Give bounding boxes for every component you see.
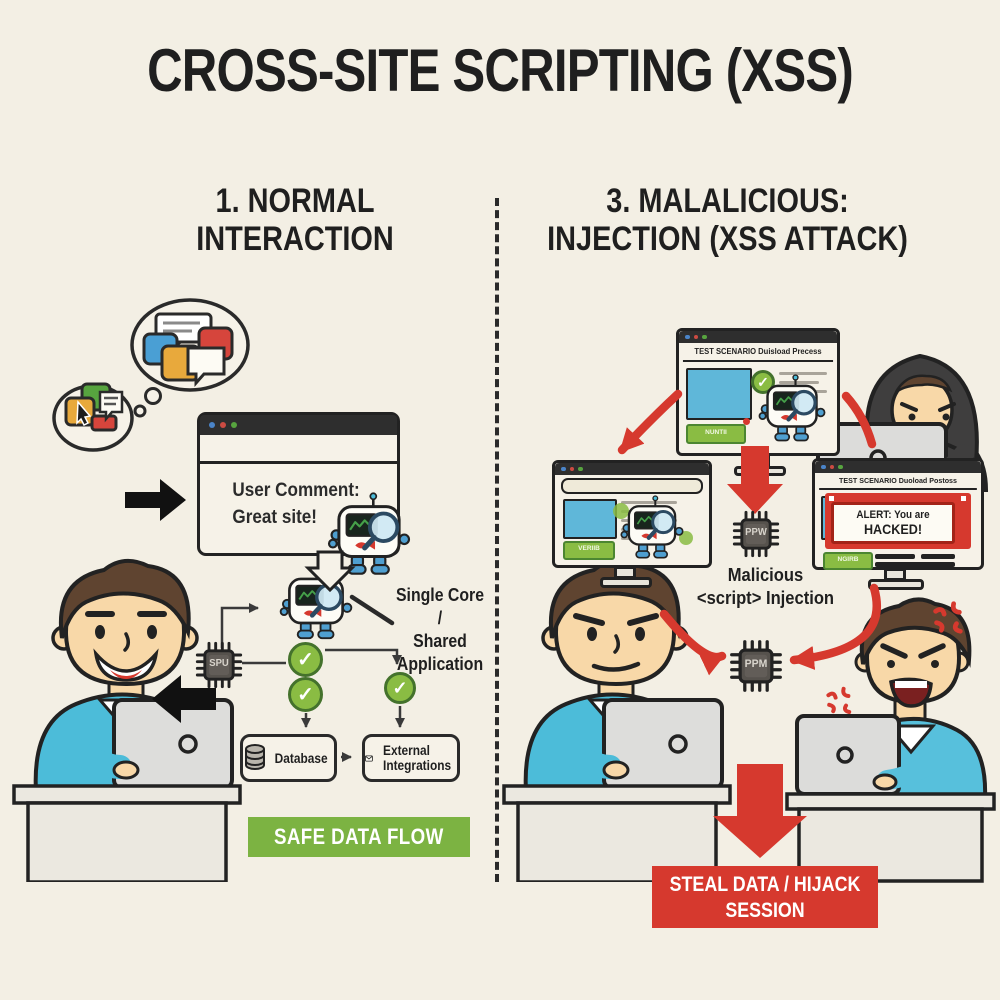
text-line xyxy=(875,554,915,559)
alert-line1: ALERT: You are xyxy=(856,509,930,521)
external-label: External Integrations xyxy=(383,743,451,773)
window-dot-icon xyxy=(561,466,566,472)
alert-line2: HACKED! xyxy=(863,521,923,537)
safe-data-flow-banner: SAFE DATA FLOW xyxy=(248,817,470,857)
monitor-stand xyxy=(600,577,652,588)
label-line: Single Core / xyxy=(395,585,485,628)
check-icon: ✓ xyxy=(288,642,323,677)
anger-mark-icon xyxy=(822,684,854,716)
comment-line2: Great site! xyxy=(232,507,317,528)
alert-titlebar-glyph xyxy=(829,496,834,501)
window-dot-icon xyxy=(838,464,843,470)
database-label: Database xyxy=(275,749,328,766)
window-dot-icon xyxy=(821,464,826,470)
browser-titlebar xyxy=(815,461,981,473)
window-dot-icon xyxy=(209,422,215,428)
label-line: External xyxy=(382,742,430,758)
monitor-left: VERIIB xyxy=(552,460,712,568)
fake-button[interactable]: NGIRB xyxy=(823,552,873,570)
webpage-image xyxy=(686,368,752,420)
check-icon: ✓ xyxy=(288,677,323,712)
window-dot-icon xyxy=(578,466,583,472)
right-heading-line2: INJECTION (XSS ATTACK) xyxy=(547,220,908,258)
black-right-arrow-icon xyxy=(125,479,186,521)
malicious-injection-label: Malicious <script> Injection xyxy=(694,564,837,610)
label-pointer-line xyxy=(349,594,395,626)
download-button[interactable]: NUNTII xyxy=(686,424,746,444)
text-line xyxy=(779,372,827,375)
monitor-right-header: TEST SCENARIO Duoload Postoss xyxy=(819,473,977,490)
chip-label: PPW xyxy=(745,527,767,538)
window-dot-icon xyxy=(693,334,698,340)
robot-icon xyxy=(278,566,354,642)
label-line: <script> Injection xyxy=(696,588,835,608)
window-dot-icon xyxy=(829,464,834,470)
database-box: Database xyxy=(240,734,337,782)
chip-label: PPM xyxy=(744,658,768,670)
envelope-icon xyxy=(365,754,373,762)
banner-line2: SESSION xyxy=(725,899,805,922)
text-line xyxy=(621,501,677,504)
webpage-image xyxy=(563,499,617,539)
external-integrations-box: External Integrations xyxy=(362,734,460,782)
browser-titlebar xyxy=(555,463,709,475)
check-icon: ✓ xyxy=(384,672,416,704)
label-line: Integrations xyxy=(382,757,451,773)
comment-line1: User Comment: xyxy=(232,480,360,501)
label-line: Malicious xyxy=(727,565,804,585)
text-line xyxy=(921,554,955,559)
browser-titlebar xyxy=(200,415,397,435)
user-comment-text: User Comment: Great site! xyxy=(200,464,377,531)
url-bar[interactable] xyxy=(561,478,703,494)
verify-button[interactable]: VERIIB xyxy=(563,541,615,560)
browser-toolbar xyxy=(200,435,397,464)
anger-mark-icon xyxy=(928,598,966,636)
window-dot-icon xyxy=(702,334,707,340)
right-heading-line1: 3. MALALICIOUS: xyxy=(606,182,849,220)
text-line xyxy=(875,562,955,567)
chip-label: SPU xyxy=(209,658,229,669)
label-line: Shared xyxy=(413,631,467,651)
check-icon: ✓ xyxy=(751,370,775,394)
banner-line1: STEAL DATA / HIJACK xyxy=(669,873,861,896)
label-line: Application xyxy=(396,654,484,674)
page-title: CROSS-SITE SCRIPTING (XSS) xyxy=(147,37,854,104)
robot-icon xyxy=(757,374,827,444)
green-splat xyxy=(679,531,693,545)
monitor-stand xyxy=(868,579,924,590)
left-heading-line1: 1. NORMAL xyxy=(215,182,375,220)
browser-titlebar xyxy=(679,331,837,343)
left-section-heading: 1. NORMAL INTERACTION xyxy=(121,182,470,258)
database-icon xyxy=(245,744,266,770)
alert-close-icon[interactable] xyxy=(961,496,966,501)
left-heading-line2: INTERACTION xyxy=(196,220,394,258)
window-dot-icon xyxy=(569,466,574,472)
green-splat xyxy=(613,503,629,519)
thought-bubbles-icon xyxy=(52,298,250,452)
single-core-label: Single Core / Shared Application xyxy=(394,584,486,676)
monitor-stand xyxy=(734,466,786,476)
window-dot-icon xyxy=(231,422,237,428)
right-section-heading: 3. MALALICIOUS: INJECTION (XSS ATTACK) xyxy=(534,182,921,258)
divider-dashed xyxy=(495,198,499,882)
text-line xyxy=(779,381,819,384)
red-arc-arrow xyxy=(617,389,683,455)
banner-text: SAFE DATA FLOW xyxy=(274,824,444,849)
red-dot xyxy=(743,418,750,425)
monitor-top: TEST SCENARIO Duisload Precess ✓ NUNTII xyxy=(676,328,840,456)
robot-icon xyxy=(619,495,685,561)
monitor-right: TEST SCENARIO Duoload Postoss ALERT: You… xyxy=(812,458,984,570)
steal-data-banner: STEAL DATA / HIJACK SESSION xyxy=(652,866,878,928)
browser-window: User Comment: Great site! xyxy=(197,412,400,556)
alert-dialog: ALERT: You are HACKED! xyxy=(831,502,955,544)
happy-user-scene xyxy=(12,558,242,882)
monitor-top-header: TEST SCENARIO Duisload Precess xyxy=(682,343,834,362)
window-dot-icon xyxy=(220,422,226,428)
window-dot-icon xyxy=(685,334,690,340)
